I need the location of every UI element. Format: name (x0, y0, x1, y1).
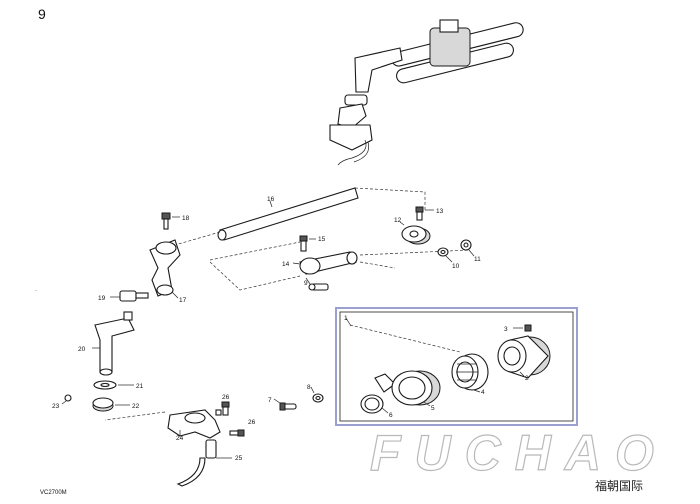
crank-14: 14 15 9 (209, 235, 471, 291)
margin-tick: · (35, 288, 37, 294)
washer-8: 8 (307, 384, 324, 403)
collar-12: 12 13 10 11 (394, 206, 481, 270)
callout-18: 18 (182, 215, 190, 222)
callout-9: 9 (304, 280, 308, 287)
callout-7: 7 (268, 397, 272, 404)
callout-26a: 26 (222, 394, 230, 401)
callout-24: 24 (176, 435, 184, 442)
callout-16: 16 (267, 196, 275, 203)
callout-8: 8 (307, 384, 311, 391)
callout-10: 10 (452, 263, 460, 270)
callout-14: 14 (282, 261, 290, 268)
callout-21: 21 (136, 383, 144, 390)
callout-11: 11 (474, 256, 481, 263)
callout-23: 23 (52, 403, 60, 410)
page-number: 9 (38, 6, 46, 22)
part-19: 19 (98, 290, 149, 302)
fuchao-watermark: FUCHAO 福朝国际 (369, 424, 668, 493)
shaft-16: 16 (174, 187, 426, 246)
screw-7: 7 (268, 397, 297, 411)
callout-19: 19 (98, 295, 106, 302)
callout-4: 4 (481, 389, 485, 396)
callout-22: 22 (132, 403, 140, 410)
callout-3: 3 (504, 326, 508, 333)
callout-1: 1 (344, 315, 348, 322)
callout-25: 25 (235, 455, 243, 462)
watermark-latin: FUCHAO (370, 425, 668, 481)
looper-holder-24: 24 25 26 26 (104, 394, 256, 487)
callout-20: 20 (78, 346, 86, 353)
callout-2: 2 (525, 375, 529, 382)
callout-13: 13 (436, 208, 444, 215)
watermark-cjk: 福朝国际 (595, 478, 643, 493)
callout-15: 15 (318, 236, 326, 243)
callout-26b: 26 (248, 419, 256, 426)
drawing-code: VC2700M (40, 490, 67, 496)
arm-17: 18 17 (149, 212, 190, 304)
bearing-inset: 1 2 3 4 5 6 (335, 307, 578, 426)
callout-5: 5 (431, 405, 435, 412)
top-looper-assembly (329, 19, 524, 166)
rod-arm-20: 20 21 22 23 (52, 311, 144, 412)
callout-6: 6 (389, 412, 393, 419)
callout-17: 17 (179, 297, 187, 304)
callout-12: 12 (394, 217, 402, 224)
